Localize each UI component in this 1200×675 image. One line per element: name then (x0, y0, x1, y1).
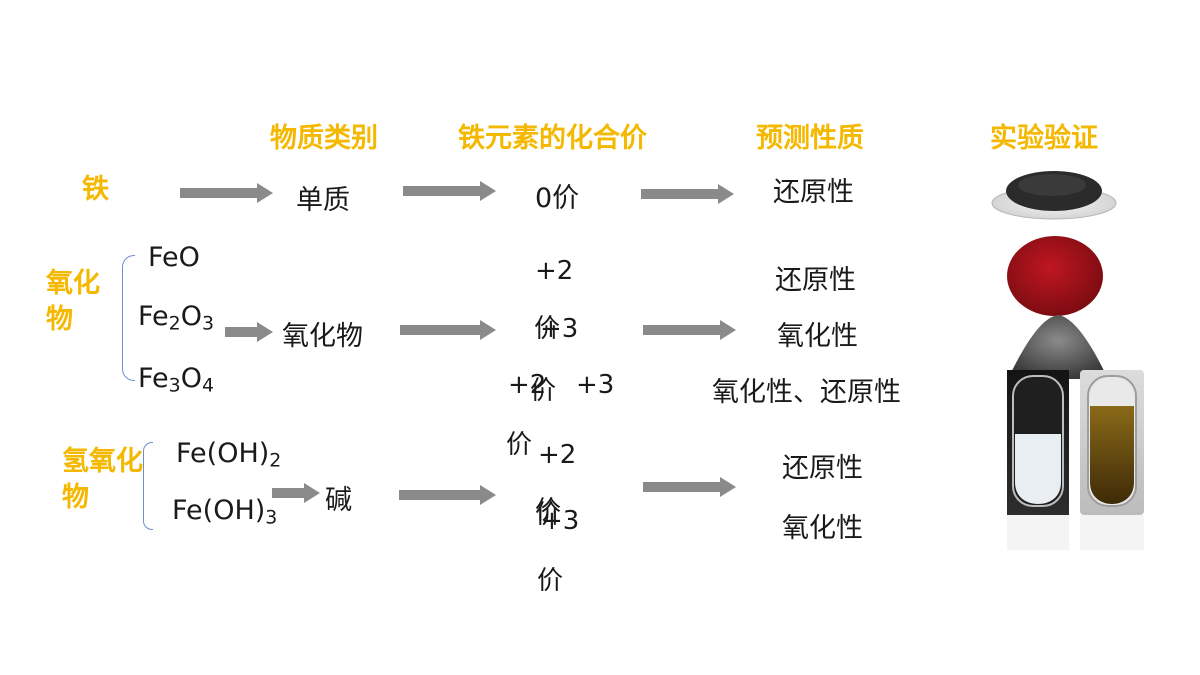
iron-property: 还原性 (773, 177, 854, 208)
oxide-brace (122, 255, 135, 381)
fe-oh2-test-tube-image (1007, 370, 1069, 550)
header-experiment: 实验验证 (990, 123, 1098, 154)
header-valence: 铁元素的化合价 (458, 123, 647, 154)
label-hydroxide-line1: 氢氧化 (62, 446, 143, 477)
oxide-valence-text: +2 (508, 370, 547, 400)
oxide-valence-text: 价 (530, 376, 557, 406)
oxide-property: 还原性 (775, 265, 856, 296)
oxide-valence-text: 价 (535, 496, 562, 526)
formula-feoh3: Fe(OH)3 (172, 495, 278, 529)
arrow-iron-1 (180, 183, 273, 203)
hydroxide-property: 还原性 (782, 453, 863, 484)
hydroxide-valence-text: +2 (538, 440, 577, 470)
header-category: 物质类别 (270, 123, 378, 154)
arrow-oxide-2 (400, 320, 496, 340)
formula-feo: FeO (148, 242, 200, 273)
oxide-valence-text: +3 (576, 370, 615, 400)
hydroxide-property: 氧化性 (782, 513, 863, 544)
formula-fe3o4: Fe3O4 (138, 363, 214, 397)
arrow-oxide-3 (643, 320, 736, 340)
arrow-hydroxide-2 (399, 485, 496, 505)
hydroxide-category: 碱 (325, 485, 352, 516)
hydroxide-valence-text: 价 (537, 566, 564, 596)
iron-powder-dish-image (991, 171, 1117, 220)
arrow-hydroxide-1 (272, 483, 320, 503)
hydroxide-brace (143, 442, 153, 530)
oxide-valence-text: 价 (534, 314, 561, 344)
iron-category: 单质 (296, 185, 350, 216)
arrow-hydroxide-3 (643, 477, 736, 497)
arrow-iron-2 (403, 181, 496, 201)
arrow-oxide-1 (225, 322, 273, 342)
formula-fe2o3: Fe2O3 (138, 301, 214, 335)
label-oxide-line1: 氧化 (46, 268, 100, 299)
hydroxide-valence-text: +3 (541, 506, 580, 536)
iron-valence: 0价 (535, 183, 580, 214)
oxide-property: 氧化性、还原性 (712, 377, 901, 408)
hydroxide-valence-text: 价 (535, 500, 562, 530)
oxide-property: 氧化性 (777, 321, 858, 352)
oxide-category: 氧化物 (282, 321, 363, 352)
label-iron: 铁 (82, 174, 109, 205)
iron-oxide-red-powder-image (1005, 230, 1105, 318)
oxide-valence-text: +3 (540, 314, 579, 344)
arrow-iron-3 (641, 184, 734, 204)
formula-feoh2: Fe(OH)2 (176, 438, 282, 472)
oxide-valence-text: +2 (535, 256, 574, 286)
iron-oxide-black-powder-image (1008, 315, 1108, 379)
fe-oh3-test-tube-image (1080, 370, 1144, 550)
label-oxide-line2: 物 (46, 304, 73, 335)
header-property: 预测性质 (756, 123, 864, 154)
oxide-valence-text: 价 (506, 430, 533, 460)
label-hydroxide-line2: 物 (62, 482, 89, 513)
